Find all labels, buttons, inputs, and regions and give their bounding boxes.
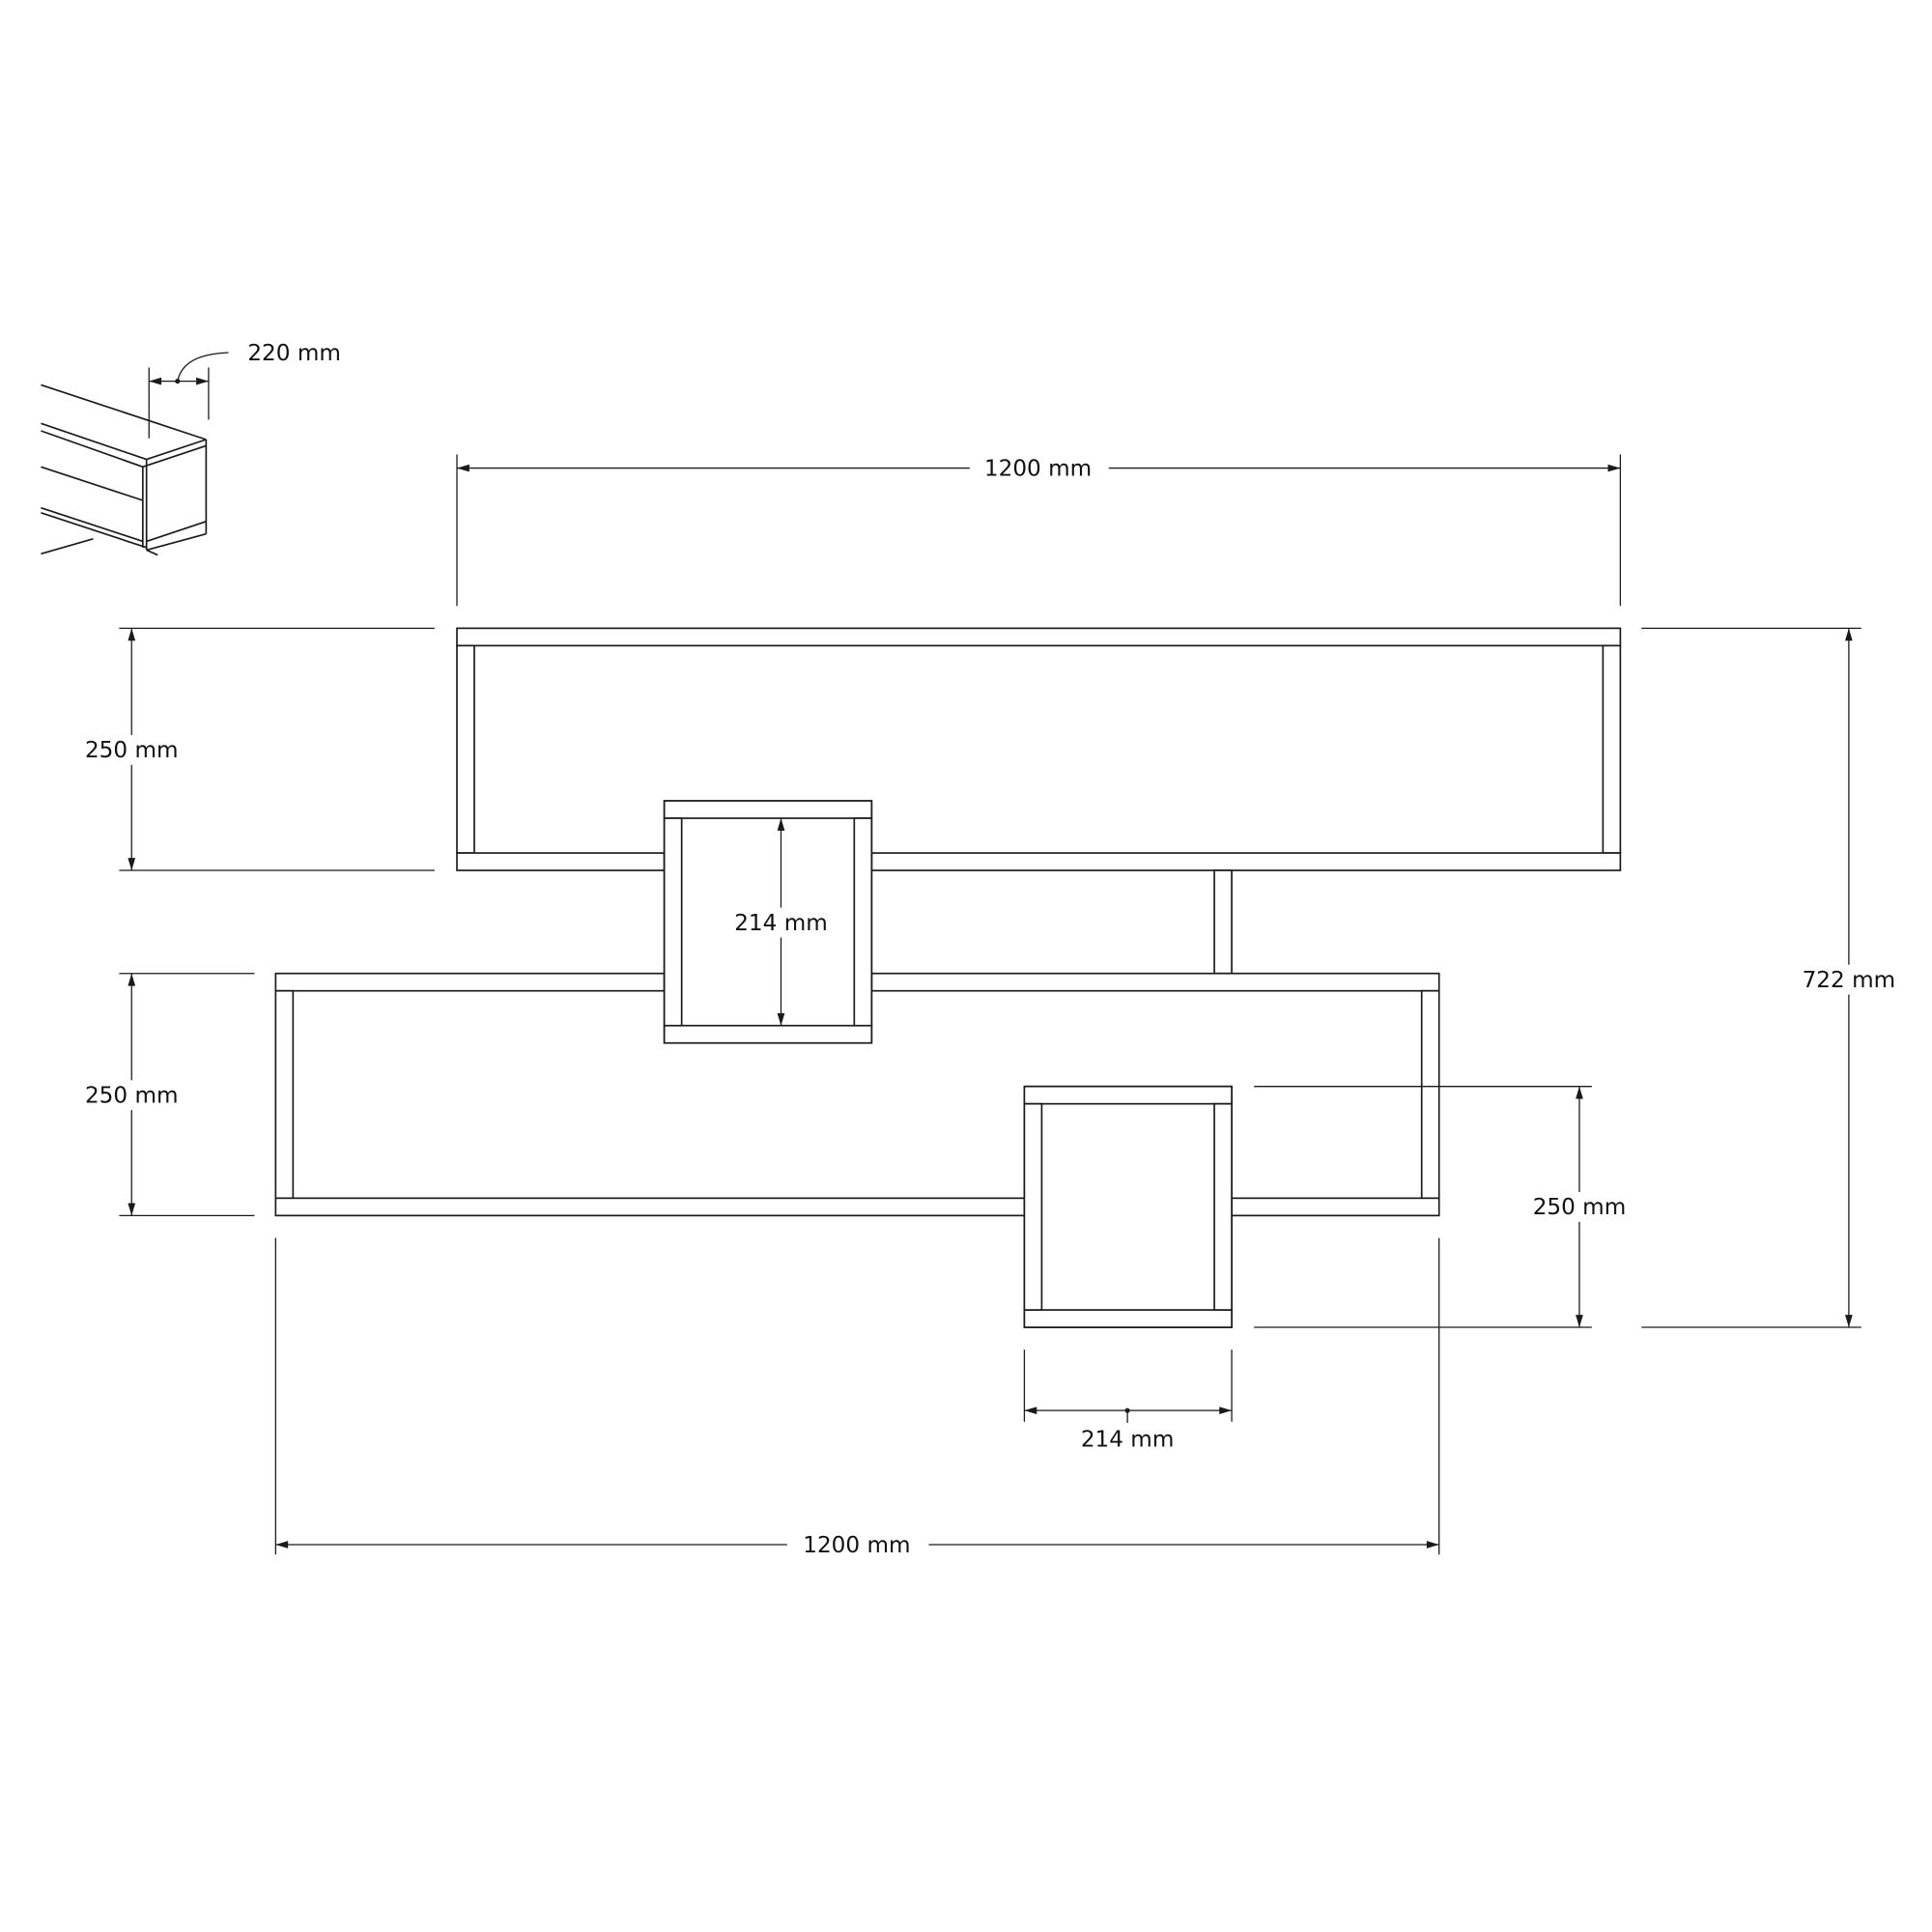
dimension-cube1-inner-height: 214 mm: [729, 818, 833, 1026]
top-shelf: [456, 627, 1622, 871]
cube2-inner-width-label: 214 mm: [1081, 1428, 1175, 1453]
isometric-inset: 220 mm: [41, 341, 341, 556]
top-shelf-height-label: 250 mm: [85, 738, 179, 763]
dimension-bottom-width: 1200 mm: [274, 1237, 1440, 1560]
bottom-shelf: [274, 972, 1440, 1217]
cube-2: [1023, 1085, 1233, 1328]
dimension-cube2-height: 250 mm: [1254, 1086, 1634, 1328]
total-height-label: 722 mm: [1803, 968, 1896, 993]
dimension-top-shelf-height: 250 mm: [76, 627, 435, 871]
dimension-cube2-inner-width: 214 mm: [1023, 1350, 1233, 1453]
cube1-inner-height-label: 214 mm: [734, 911, 828, 936]
cube2-height-label: 250 mm: [1533, 1195, 1627, 1220]
dimension-bottom-shelf-height: 250 mm: [76, 973, 255, 1216]
top-width-label: 1200 mm: [984, 456, 1092, 481]
bottom-width-label: 1200 mm: [803, 1533, 910, 1558]
inset-depth-label: 220 mm: [247, 341, 341, 366]
vertical-post: [1213, 869, 1233, 975]
dimension-top-width: 1200 mm: [456, 453, 1622, 607]
bottom-shelf-height-label: 250 mm: [85, 1083, 179, 1108]
dimension-total-height: 722 mm: [1641, 627, 1903, 1328]
